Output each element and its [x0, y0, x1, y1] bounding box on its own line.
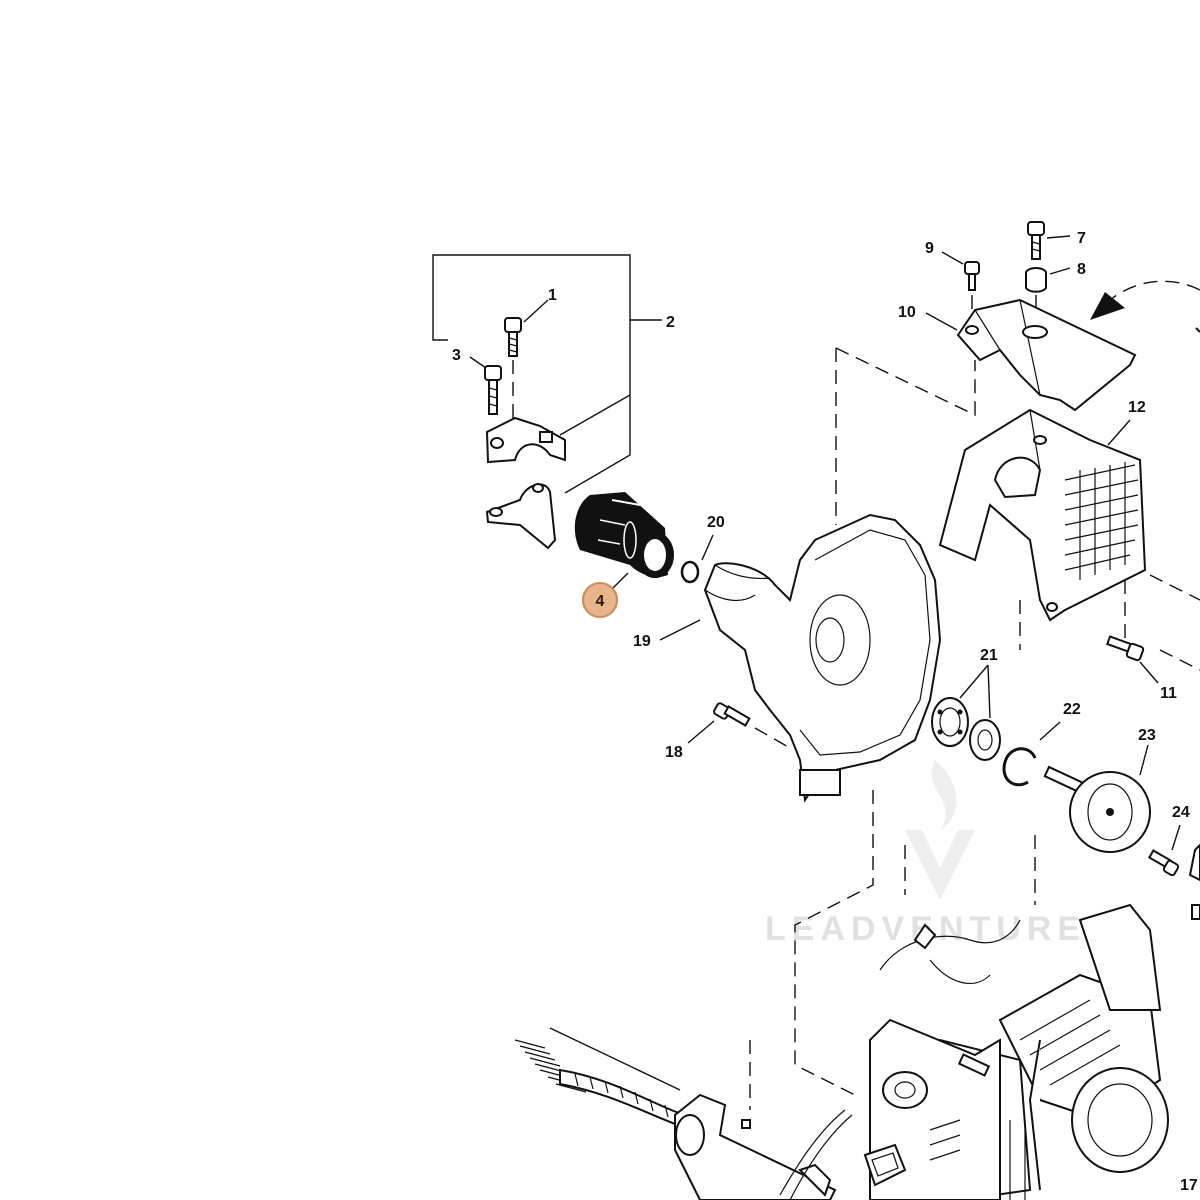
callout-4-highlight[interactable]: 4: [582, 582, 618, 618]
shroud-grille-icon: [1064, 462, 1139, 580]
callout-24[interactable]: 24: [1172, 804, 1190, 821]
callout-20[interactable]: 20: [707, 514, 725, 531]
callout-2[interactable]: 2: [666, 314, 675, 331]
callout-7[interactable]: 7: [1077, 230, 1086, 247]
clutch-drum-23-icon: [1043, 765, 1151, 853]
callout-22[interactable]: 22: [1063, 701, 1081, 718]
callout-17[interactable]: 17: [1180, 1177, 1198, 1194]
screw-7-icon: [1027, 221, 1045, 260]
screw-18-icon: [713, 702, 791, 749]
bearing-21b-icon: [969, 719, 1001, 761]
callout-1[interactable]: 1: [548, 287, 557, 304]
callout-18[interactable]: 18: [665, 744, 683, 761]
callout-21[interactable]: 21: [980, 647, 998, 664]
engine-assembly-icon: [869, 903, 1169, 1200]
highlight-circle[interactable]: [582, 582, 618, 618]
ring-20-icon: [680, 560, 700, 584]
drive-shaft-icon: [514, 1027, 853, 1200]
housing-19-icon: [703, 513, 942, 803]
callout-labels: 1 2 3 7 8 9 10 11 12 17 18 19 20 21 22 2…: [452, 230, 1198, 1194]
part-2-bracket: [432, 254, 662, 494]
clamp-upper-icon: [485, 416, 566, 464]
spacer-8-icon: [1025, 267, 1047, 322]
screw-3-icon: [484, 365, 502, 415]
direction-arrow-icon: [1090, 280, 1200, 333]
watermark-logo-icon: [905, 760, 975, 900]
cover-10-icon: [956, 298, 1137, 412]
callout-8[interactable]: 8: [1077, 261, 1086, 278]
screw-11-icon: [1106, 635, 1145, 662]
screw-24-icon: [1147, 849, 1180, 877]
callout-4[interactable]: 4: [596, 593, 605, 610]
callout-9[interactable]: 9: [925, 240, 934, 257]
callout-3[interactable]: 3: [452, 347, 461, 364]
callout-19[interactable]: 19: [633, 633, 651, 650]
shroud-12-icon: [938, 408, 1147, 622]
circlip-22-icon: [1002, 747, 1037, 787]
bearing-21a-icon: [931, 697, 969, 747]
grommet-icon: [863, 1143, 907, 1187]
screw-1-icon: [504, 317, 522, 420]
callout-23[interactable]: 23: [1138, 727, 1156, 744]
sleeve-4-icon: [574, 492, 674, 578]
callout-10[interactable]: 10: [898, 304, 916, 321]
clamp-lower-icon: [485, 483, 557, 550]
callout-11[interactable]: 11: [1160, 685, 1177, 702]
callout-12[interactable]: 12: [1128, 399, 1146, 416]
